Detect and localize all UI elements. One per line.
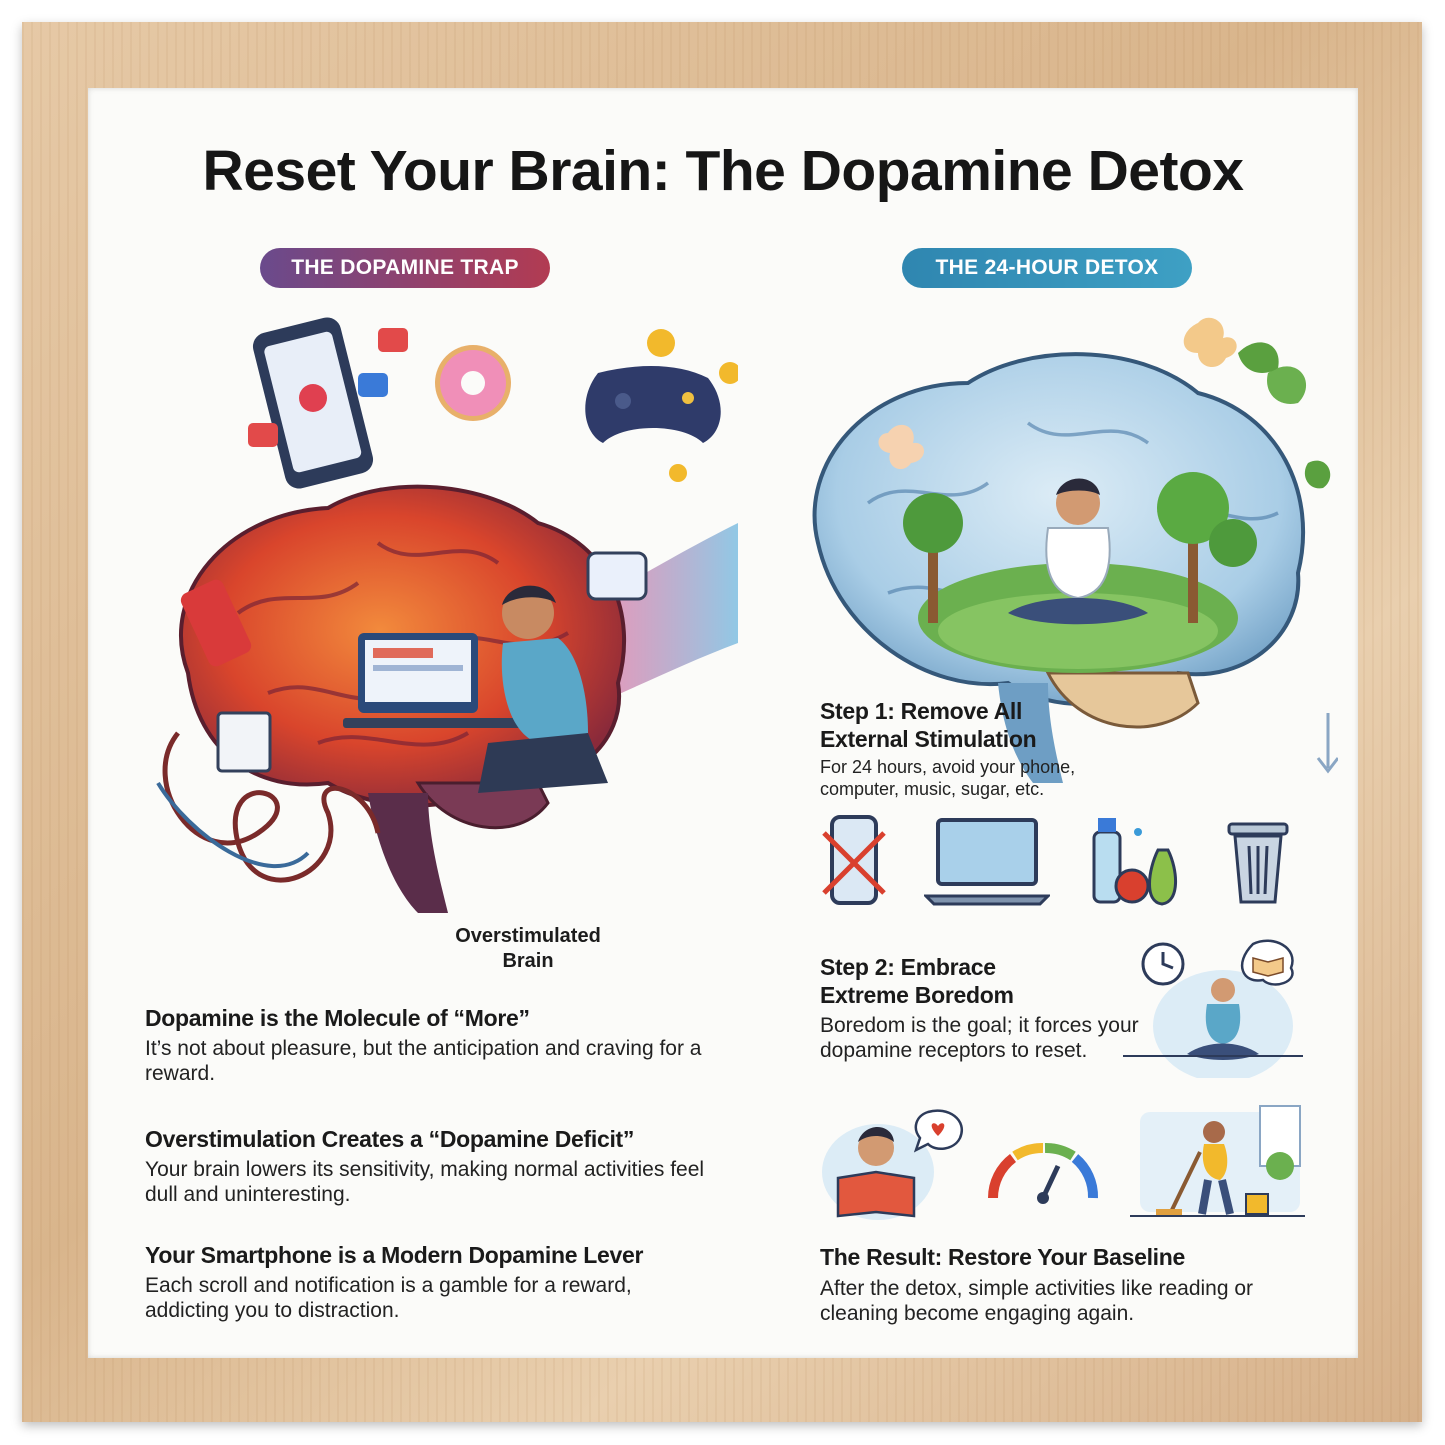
water-fruit-icon	[1092, 818, 1178, 906]
tag-dopamine-trap: THE DOPAMINE TRAP	[260, 248, 550, 288]
tag-24-hour-detox: THE 24-HOUR DETOX	[902, 248, 1192, 288]
point-dopamine-deficit: Overstimulation Creates a “Dopamine Defi…	[145, 1126, 705, 1208]
point-molecule-of-more: Dopamine is the Molecule of “More” It’s …	[145, 1005, 705, 1087]
step-1-heading-line-2: External Stimulation	[820, 725, 1037, 752]
caption-line-1: Overstimulated	[455, 925, 601, 947]
point-body: Your brain lowers its sensitivity, makin…	[145, 1157, 705, 1207]
step-2-heading: Step 2: Embrace Extreme Boredom	[820, 954, 1140, 1009]
overstimulated-brain-illustration	[156, 317, 738, 913]
step-1: Step 1: Remove All External Stimulation …	[820, 698, 1120, 800]
point-heading: Dopamine is the Molecule of “More”	[145, 1005, 530, 1031]
result: The Result: Restore Your Baseline After …	[820, 1244, 1300, 1326]
point-heading: Overstimulation Creates a “Dopamine Defi…	[145, 1126, 635, 1152]
caption-line-2: Brain	[502, 950, 554, 972]
step-2-heading-line-2: Extreme Boredom	[820, 981, 1014, 1008]
step-2-heading-line-1: Step 2: Embrace	[820, 954, 996, 980]
result-heading: The Result: Restore Your Baseline	[820, 1244, 1186, 1270]
step-2: Step 2: Embrace Extreme Boredom Boredom …	[820, 954, 1140, 1064]
meditating-person-icon	[1123, 939, 1303, 1078]
phone-crossed-icon	[822, 815, 886, 905]
laptop-icon	[924, 818, 1050, 906]
step-1-body: For 24 hours, avoid your phone, computer…	[820, 757, 1076, 799]
step-2-body: Boredom is the goal; it forces your dopa…	[820, 1014, 1139, 1063]
gauge-icon	[988, 1143, 1098, 1204]
result-body: After the detox, simple activities like …	[820, 1276, 1254, 1325]
poster: Reset Your Brain: The Dopamine Detox THE…	[88, 88, 1358, 1358]
step-1-heading-line-1: Step 1: Remove All	[820, 698, 1023, 724]
calm-brain-illustration	[812, 317, 1338, 783]
cleaning-person-icon	[1130, 1105, 1305, 1217]
trash-can-icon	[1227, 822, 1289, 904]
point-body: It’s not about pleasure, but the anticip…	[145, 1036, 702, 1086]
reading-person-icon	[822, 1109, 963, 1220]
point-heading: Your Smartphone is a Modern Dopamine Lev…	[145, 1242, 644, 1268]
brain-caption: Overstimulated Brain	[438, 924, 618, 974]
step-1-heading: Step 1: Remove All External Stimulation	[820, 698, 1120, 753]
page-title: Reset Your Brain: The Dopamine Detox	[202, 139, 1244, 203]
point-body: Each scroll and notification is a gamble…	[145, 1273, 632, 1323]
point-smartphone-lever: Your Smartphone is a Modern Dopamine Lev…	[145, 1242, 705, 1324]
